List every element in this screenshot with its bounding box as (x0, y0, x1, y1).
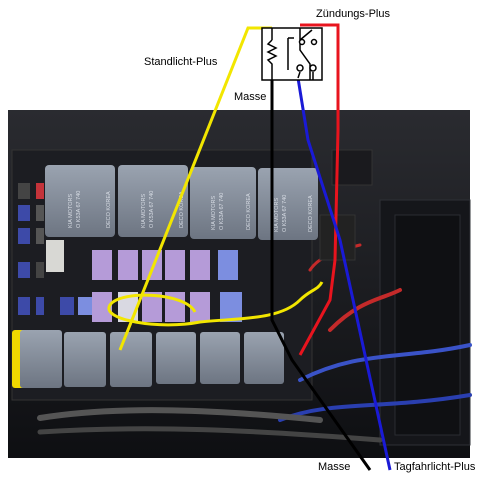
relay-text: DECO KOREA (106, 191, 112, 228)
photo-wiring (37, 149, 472, 443)
ignition-plus-label: Zündungs-Plus (316, 8, 390, 20)
parking-light-loop (107, 281, 324, 327)
relay-text: KIA MOTORS (141, 194, 147, 228)
ground-label-bottom: Masse (318, 461, 351, 473)
fuse-row-upper (92, 250, 238, 280)
ignition-wire (298, 23, 340, 356)
relay (45, 165, 115, 237)
relay-text: DECO KOREA (246, 193, 252, 230)
relay-text: O K53A 67 740 (76, 191, 82, 228)
ground-wire (270, 78, 372, 471)
relay-text: O K53A 67 740 (149, 191, 155, 228)
relay (190, 167, 256, 239)
relay-text: O K53A 67 740 (219, 193, 225, 230)
relay-text: KIA MOTORS (274, 198, 280, 232)
relay-text: DECO KOREA (179, 191, 185, 228)
parking-light-plus-label: Standlicht-Plus (144, 56, 218, 68)
relay-text: DECO KOREA (308, 195, 314, 232)
relay-text: O K53A 67 740 (282, 195, 288, 232)
mini-fuse-column (18, 183, 92, 315)
daytime-light-wire (296, 77, 392, 471)
daytime-light-plus-label: Tagfahrlicht-Plus (394, 461, 476, 473)
lower-relay-row (12, 330, 284, 388)
relay-text: KIA MOTORS (211, 196, 217, 230)
relay-switch-icon (261, 27, 323, 81)
relay-text: KIA MOTORS (68, 194, 74, 228)
ground-label-top: Masse (234, 91, 267, 103)
